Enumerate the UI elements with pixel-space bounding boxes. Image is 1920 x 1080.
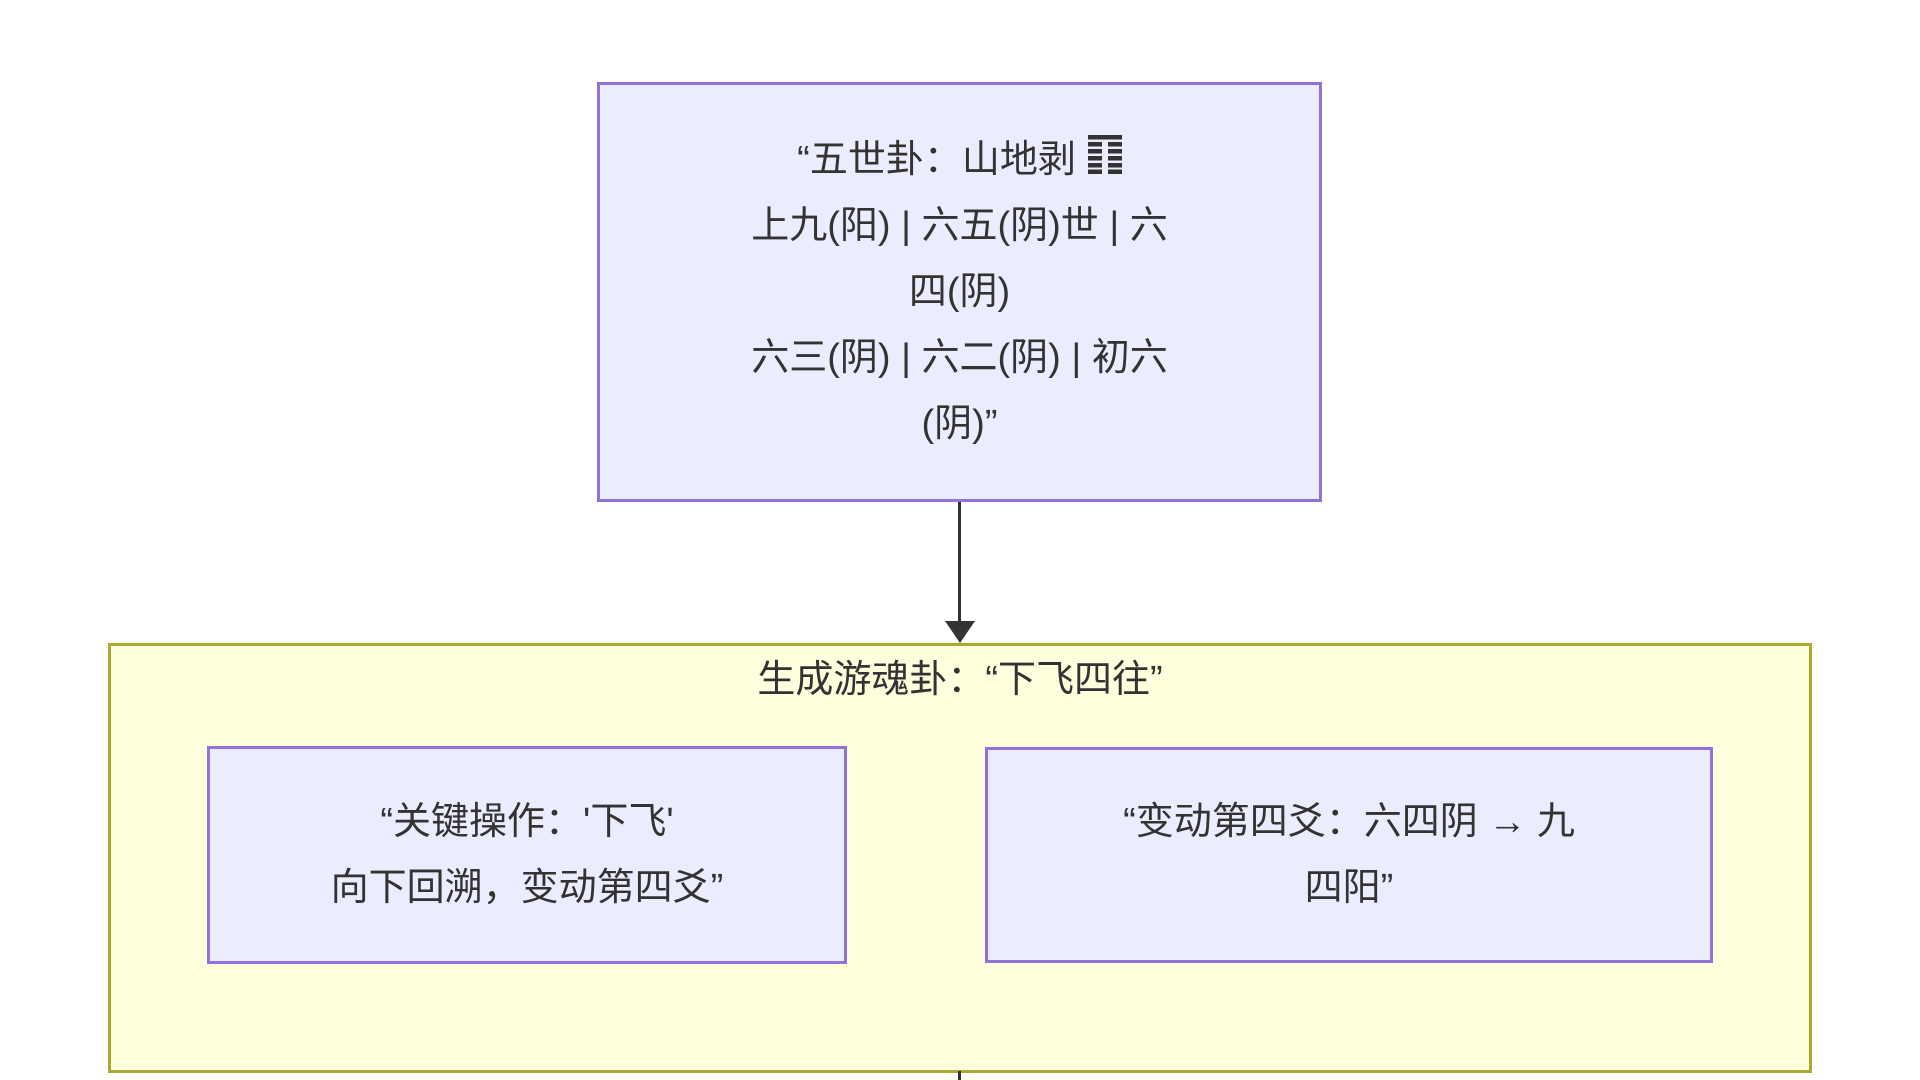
key-operation-node: “关键操作：'下飞' 向下回溯，变动第四爻” [207,746,847,964]
node-text: “五世卦：山地剥 [797,139,1076,181]
node-text-line: 六三(阴) | 六二(阴) | 初六 [751,337,1168,379]
node-text-line: 向下回溯，变动第四爻” [330,867,724,909]
edge-line-bottom-stub [958,1071,961,1080]
node-text-line: “变动第四爻：六四阴 → 九 [1123,801,1575,843]
node-text-line: (阴)” [921,403,998,445]
five-shi-hexagram-node: “五世卦：山地剥 上九(阳) | 六五(阴)世 | 六 四(阴) 六三(阴) |… [597,82,1322,502]
node-text-line: 四阳” [1304,867,1394,909]
node-text-line: “关键操作：'下飞' [380,801,674,843]
hexagram-bo-icon [1087,135,1122,174]
subgraph-title: 生成游魂卦：“下飞四往” [757,659,1163,701]
edge-line-top-to-subgraph [958,502,961,624]
arrowhead-down-icon [945,621,975,643]
node-text-line: 四(阴) [908,271,1011,313]
line-change-node: “变动第四爻：六四阴 → 九 四阳” [985,747,1713,963]
node-text-line: 上九(阳) | 六五(阴)世 | 六 [751,205,1168,247]
node-text-line: “五世卦：山地剥 [797,127,1122,193]
